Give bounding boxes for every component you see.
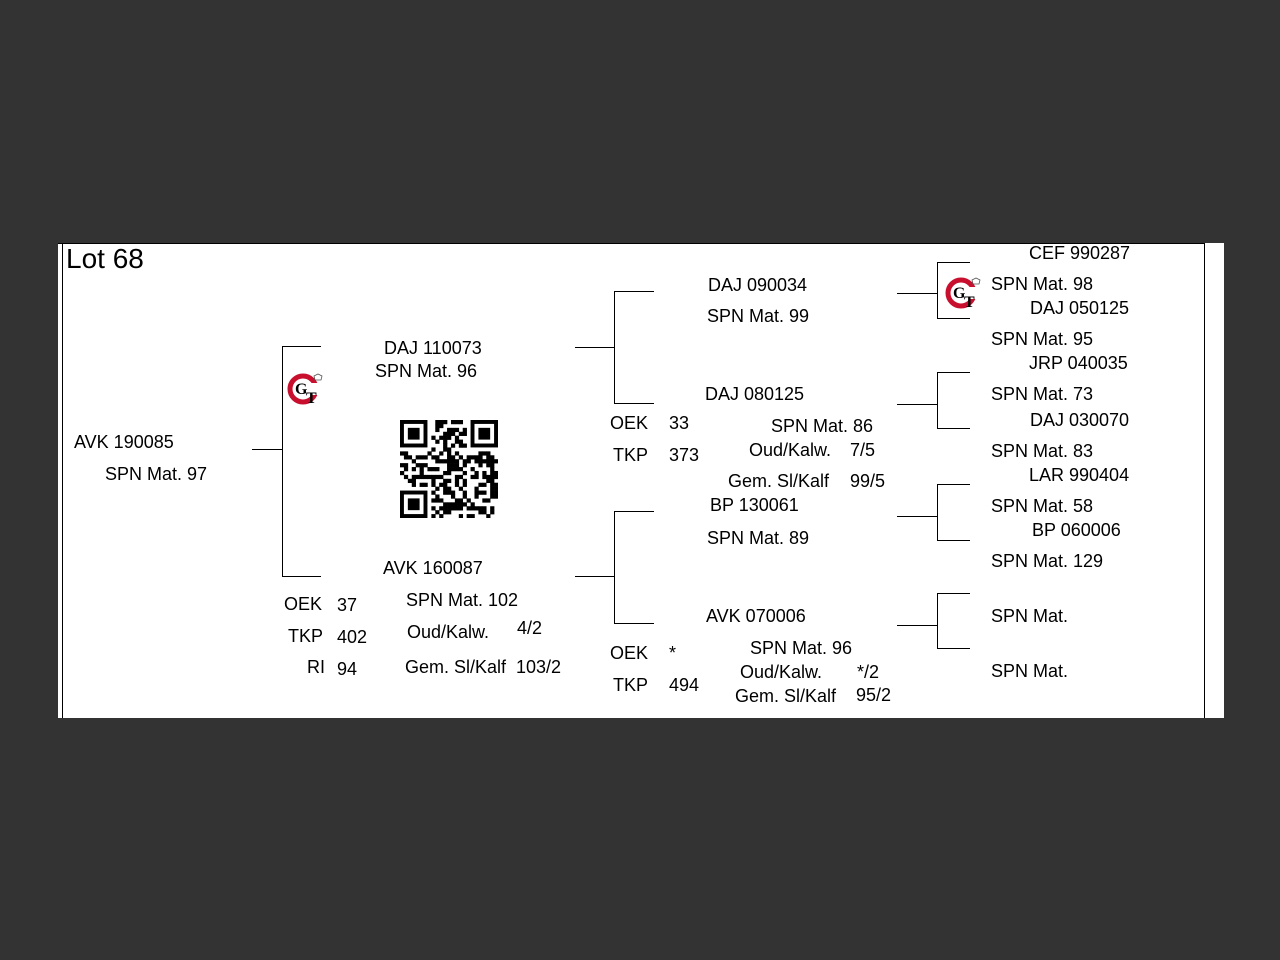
- sheet-left-border: [62, 243, 63, 718]
- dam-dam-spn: SPN Mat. 96: [750, 638, 853, 658]
- bracket-line: [937, 428, 970, 429]
- bracket-line: [937, 318, 970, 319]
- lot-title: Lot 68: [66, 243, 144, 274]
- dam-gem-value: 103/2: [516, 657, 562, 677]
- svg-text:T: T: [964, 294, 975, 311]
- ggp-7-spn: SPN Mat.: [991, 606, 1069, 626]
- dam-dam-oek-value: *: [669, 643, 677, 663]
- bracket-line: [897, 516, 938, 517]
- bracket-line: [614, 511, 654, 512]
- sheet-top-border: [58, 243, 1204, 244]
- gt-logo-icon: G T: [945, 277, 981, 311]
- sire-dam-gem-label: Gem. Sl/Kalf: [728, 471, 830, 491]
- qr-code: [400, 420, 498, 518]
- bracket-line: [937, 262, 938, 318]
- bracket-line: [937, 593, 970, 594]
- dam-sire-id: BP 130061: [710, 495, 799, 515]
- sire-spn: SPN Mat. 96: [375, 361, 478, 381]
- ggp-3-id: JRP 040035: [1029, 353, 1128, 373]
- sire-sire-id: DAJ 090034: [708, 275, 808, 295]
- sire-dam-oek-label: OEK: [610, 413, 649, 433]
- bracket-line: [937, 372, 938, 428]
- ggp-4-spn: SPN Mat. 83: [991, 441, 1094, 461]
- bracket-line: [614, 403, 654, 404]
- bracket-line: [614, 291, 654, 292]
- dam-tkp-label: TKP: [288, 626, 324, 646]
- bracket-line: [937, 648, 970, 649]
- bracket-line: [575, 576, 615, 577]
- dam-oek-value: 37: [337, 595, 358, 615]
- dam-oud-kalw-value: 4/2: [517, 618, 543, 638]
- ggp-6-id: BP 060006: [1032, 520, 1121, 540]
- animal-id: AVK 190085: [74, 432, 174, 452]
- svg-text:T: T: [306, 390, 317, 407]
- dam-oud-kalw-label: Oud/Kalw.: [407, 622, 490, 642]
- ggp-1-id: CEF 990287: [1029, 243, 1131, 263]
- bracket-line: [937, 262, 970, 263]
- sire-dam-tkp-label: TKP: [613, 445, 649, 465]
- ggp-3-spn: SPN Mat. 73: [991, 384, 1094, 404]
- sire-sire-spn: SPN Mat. 99: [707, 306, 810, 326]
- ggp-6-spn: SPN Mat. 129: [991, 551, 1104, 571]
- ggp-4-id: DAJ 030070: [1030, 410, 1130, 430]
- bracket-line: [282, 576, 321, 577]
- dam-dam-gem-label: Gem. Sl/Kalf: [735, 686, 837, 706]
- dam-ri-value: 94: [337, 659, 358, 679]
- sire-id: DAJ 110073: [384, 338, 482, 358]
- dam-ri-label: RI: [307, 657, 325, 677]
- gt-logo-icon: G T: [287, 373, 323, 407]
- ggp-2-id: DAJ 050125: [1030, 298, 1130, 318]
- ggp-5-spn: SPN Mat. 58: [991, 496, 1094, 516]
- svg-text:G: G: [295, 381, 308, 398]
- bracket-line: [897, 625, 938, 626]
- ggp-5-id: LAR 990404: [1029, 465, 1130, 485]
- bracket-line: [282, 346, 321, 347]
- dam-dam-id: AVK 070006: [706, 606, 806, 626]
- bracket-line: [897, 293, 938, 294]
- sire-dam-oud-kalw-value: 7/5: [850, 440, 876, 460]
- svg-text:G: G: [953, 285, 966, 302]
- bracket-line: [614, 623, 654, 624]
- dam-dam-tkp-label: TKP: [613, 675, 649, 695]
- bracket-line: [897, 404, 938, 405]
- dam-dam-tkp-value: 494: [669, 675, 700, 695]
- dam-spn: SPN Mat. 102: [406, 590, 519, 610]
- dam-dam-gem-value: 95/2: [856, 685, 892, 705]
- bracket-line: [937, 484, 938, 540]
- ggp-1-spn: SPN Mat. 98: [991, 274, 1094, 294]
- dam-sire-spn: SPN Mat. 89: [707, 528, 810, 548]
- dam-dam-oud-kalw-value: */2: [857, 662, 880, 682]
- bracket-line: [282, 346, 283, 576]
- dam-oek-label: OEK: [284, 594, 323, 614]
- bracket-line: [937, 593, 938, 648]
- sheet-right-border: [1204, 243, 1205, 718]
- dam-dam-oud-kalw-label: Oud/Kalw.: [740, 662, 823, 682]
- bracket-line: [575, 347, 615, 348]
- bracket-line: [614, 511, 615, 623]
- animal-spn: SPN Mat. 97: [105, 464, 208, 484]
- sire-dam-oud-kalw-label: Oud/Kalw.: [749, 440, 832, 460]
- sire-dam-tkp-value: 373: [669, 445, 700, 465]
- dam-id: AVK 160087: [383, 558, 483, 578]
- sire-dam-id: DAJ 080125: [705, 384, 805, 404]
- pedigree-sheet: Lot 68 AVK 190085 SPN Mat. 97 G T DAJ 11…: [58, 243, 1224, 718]
- sire-dam-gem-value: 99/5: [850, 471, 886, 491]
- bracket-line: [937, 484, 970, 485]
- bracket-line: [937, 540, 970, 541]
- bracket-line: [614, 291, 615, 403]
- ggp-8-spn: SPN Mat.: [991, 661, 1069, 681]
- bracket-line: [252, 449, 283, 450]
- ggp-2-spn: SPN Mat. 95: [991, 329, 1094, 349]
- sire-dam-spn: SPN Mat. 86: [771, 416, 874, 436]
- dam-gem-label: Gem. Sl/Kalf: [405, 657, 507, 677]
- dam-tkp-value: 402: [337, 627, 368, 647]
- sire-dam-oek-value: 33: [669, 413, 690, 433]
- bracket-line: [937, 372, 970, 373]
- dam-dam-oek-label: OEK: [610, 643, 649, 663]
